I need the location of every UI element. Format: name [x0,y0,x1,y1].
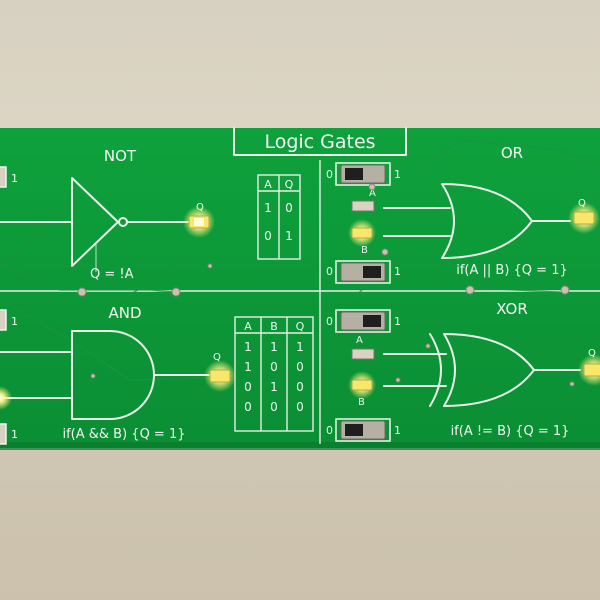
section-dividers [0,160,600,444]
xor-output-label: Q [588,348,596,359]
xor-output-led [578,354,600,386]
or-input-b-led [348,219,376,247]
and-gate-symbol [71,330,155,420]
not-table-cell: 1 [285,229,293,243]
not-equation: Q = !A [90,267,134,282]
and-table-cell: 1 [270,380,278,394]
or-gate-section: OR 0 1 A B 0 1 Q [326,144,600,284]
and-table-cell: 0 [270,360,278,374]
xor-input-b-led [348,371,376,399]
and-table-cell: 1 [270,340,278,354]
or-title: OR [501,144,523,162]
and-gate-section: AND 1 1 Q if(A && B) {Q = 1} A B Q 1 [0,304,314,445]
and-table-cell: 1 [296,340,304,354]
and-condition: if(A && B) {Q = 1} [62,427,185,442]
and-truth-table: A B Q 1 1 1 1 0 0 0 1 0 0 0 0 [234,316,314,432]
and-table-header-q: Q [296,320,305,333]
or-switch-b-high: 1 [394,265,401,278]
not-input-switch[interactable] [0,166,7,188]
and-table-cell: 0 [296,380,304,394]
not-gate-section: NOT Q Q = !A 1 A Q 1 0 0 1 [0,147,301,282]
xor-title: XOR [496,300,528,318]
and-table-header-b: B [270,320,278,333]
or-condition: if(A || B) {Q = 1} [456,263,568,278]
xor-input-a-led [351,348,375,360]
and-table-cell: 0 [296,360,304,374]
and-switch-b[interactable] [0,423,7,445]
not-table-header-q: Q [285,178,294,191]
not-table-cell: 0 [264,229,272,243]
and-title: AND [108,304,141,322]
xor-input-b-label: B [358,397,365,408]
and-table-cell: 1 [244,340,252,354]
xor-condition: if(A != B) {Q = 1} [451,424,570,439]
or-switch-b[interactable]: 0 1 [326,260,401,284]
xor-input-a-label: A [356,335,363,346]
and-table-cell: 1 [244,360,252,374]
xor-switch-a[interactable]: 0 1 [326,309,401,333]
and-output-led [204,360,236,392]
not-table-header-a: A [264,178,272,191]
and-table-cell: 0 [244,380,252,394]
xor-gate-symbol [429,333,535,407]
and-table-header-a: A [244,320,252,333]
or-switch-a[interactable]: 0 1 [326,162,401,186]
xor-switch-b-high: 1 [394,424,401,437]
board-title: Logic Gates [264,131,375,153]
and-input-led [0,386,12,410]
and-switch-b-label: 1 [11,428,18,441]
and-table-cell: 0 [296,400,304,414]
not-switch-label: 1 [11,172,18,185]
and-switch-a-label: 1 [11,315,18,328]
xor-switch-a-low: 0 [326,315,333,328]
xor-switch-a-high: 1 [394,315,401,328]
not-title: NOT [104,147,137,165]
not-output-led [183,206,215,238]
and-table-cell: 0 [270,400,278,414]
xor-switch-b-low: 0 [326,424,333,437]
or-gate-symbol [441,183,533,259]
and-output-label: Q [213,352,221,363]
or-input-a-label: A [369,188,376,199]
vias [77,183,575,387]
title-box: Logic Gates [233,127,407,156]
or-input-a-led [351,200,375,212]
or-switch-a-high: 1 [394,168,401,181]
not-truth-table: A Q 1 0 0 1 [257,174,301,260]
xor-gate-section: XOR 0 1 A B 0 1 Q [326,300,600,442]
or-output-led [568,202,600,234]
xor-switch-b[interactable]: 0 1 [326,418,401,442]
or-switch-a-low: 0 [326,168,333,181]
or-input-b-label: B [361,245,368,256]
and-switch-a[interactable] [0,309,7,331]
not-table-cell: 1 [264,201,272,215]
and-table-cell: 0 [244,400,252,414]
or-switch-b-low: 0 [326,265,333,278]
not-table-cell: 0 [285,201,293,215]
